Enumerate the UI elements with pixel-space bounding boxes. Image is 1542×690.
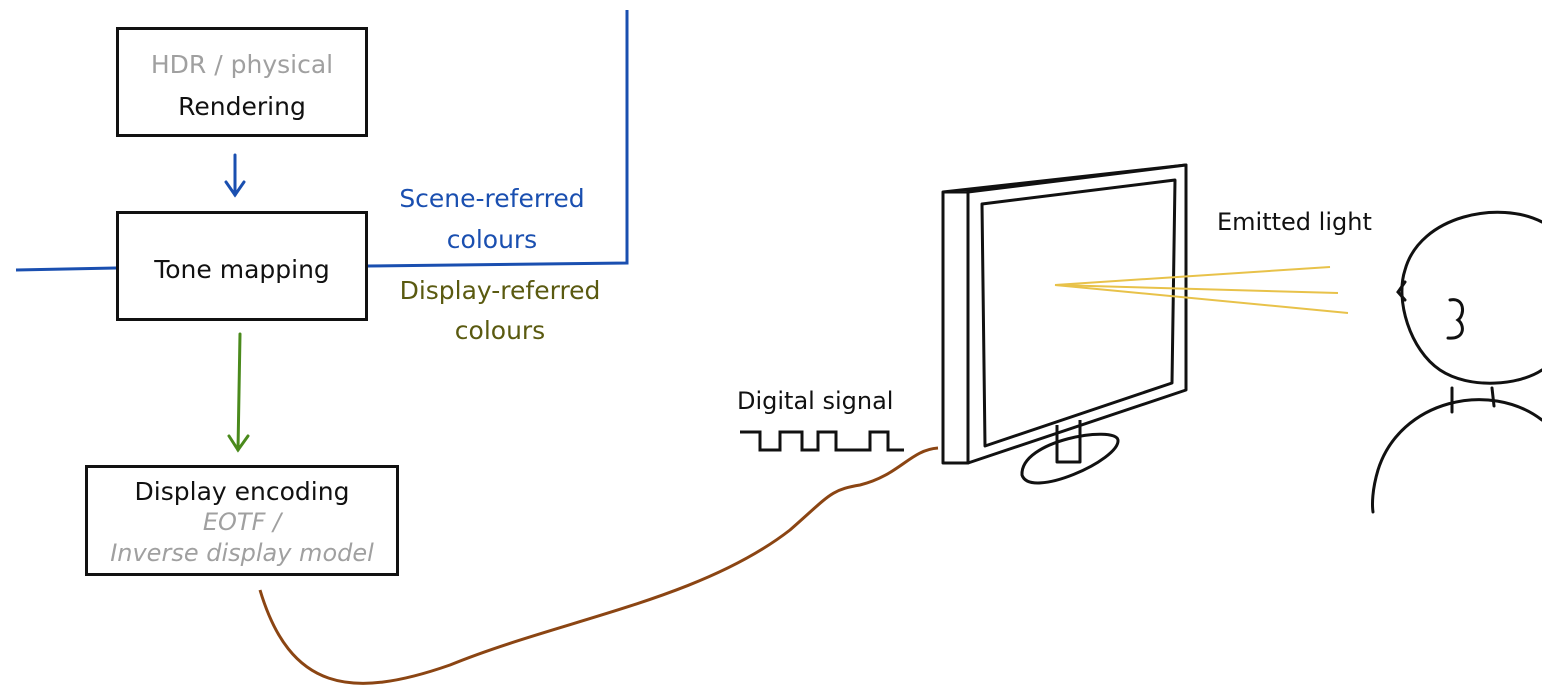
blue-arrow [226, 155, 244, 195]
display-encoding-inverse-model: Inverse display model [88, 541, 396, 565]
display-encoding-title: Display encoding [88, 479, 396, 504]
green-arrow [229, 334, 248, 450]
rendering-box-subtitle: HDR / physical [119, 52, 365, 77]
rendering-box-title: Rendering [119, 94, 365, 119]
display-referred-label: Display-referred [382, 278, 618, 303]
digital-signal-label: Digital signal [737, 389, 893, 413]
emitted-light-label: Emitted light [1217, 210, 1372, 234]
tone-mapping-label: Tone mapping [119, 257, 365, 282]
display-referred-label-2: colours [382, 318, 618, 343]
monitor-icon [943, 165, 1186, 483]
scene-referred-label-2: colours [382, 227, 602, 252]
tone-mapping-box: Tone mapping [116, 211, 368, 321]
rendering-box: HDR / physical Rendering [116, 27, 368, 137]
square-wave-icon [740, 432, 904, 450]
display-encoding-eotf: EOTF / [88, 510, 396, 534]
viewer-icon [1373, 212, 1542, 512]
scene-referred-label: Scene-referred [382, 186, 602, 211]
display-encoding-box: Display encoding EOTF / Inverse display … [85, 465, 399, 576]
